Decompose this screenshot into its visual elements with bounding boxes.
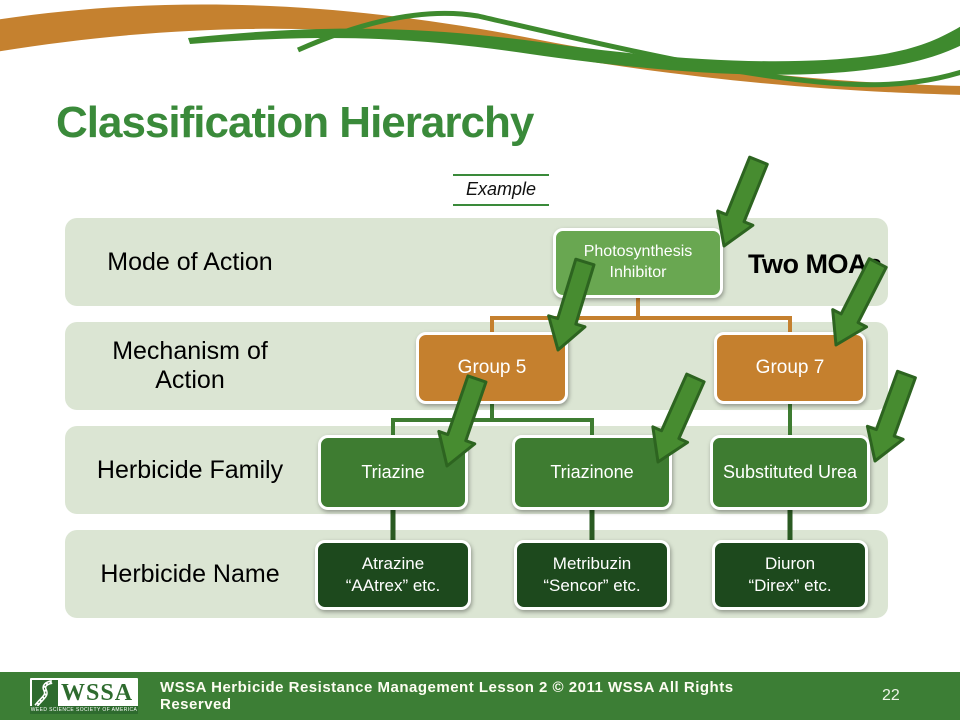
node-label: Triazine — [361, 461, 425, 482]
two-moas-annotation: Two MOAs — [748, 249, 882, 279]
herbicide-name: Metribuzin — [552, 553, 632, 573]
row-label-herbicide-name: Herbicide Name — [100, 559, 280, 588]
herbicide-name: Atrazine — [361, 553, 425, 573]
node-photosynthesis-inhibitor: Photosynthesis Inhibitor — [553, 228, 723, 298]
row-label-mode-of-action: Mode of Action — [107, 247, 273, 276]
node-label: Group 7 — [755, 356, 825, 378]
wssa-logo-top: WSSA — [30, 678, 138, 706]
node-label: Group 5 — [457, 356, 527, 378]
node-group-7: Group 7 — [714, 332, 866, 404]
row-label-mechanism-of-action: Mechanism of Action — [112, 337, 268, 394]
trade-name: “Sencor” etc. — [543, 576, 641, 595]
top-decoration — [0, 4, 960, 95]
trade-name: “AAtrex” etc. — [345, 576, 441, 595]
node-substituted-urea: Substituted Urea — [710, 435, 870, 510]
wave-green-thick — [188, 26, 960, 75]
footer-copyright: WSSA Herbicide Resistance Management Les… — [160, 679, 734, 713]
node-atrazine: Atrazine “AAtrex” etc. — [315, 540, 471, 610]
node-label: Photosynthesis Inhibitor — [583, 243, 693, 281]
example-label: Example — [453, 174, 549, 206]
node-metribuzin: Metribuzin “Sencor” etc. — [514, 540, 670, 610]
node-triazine: Triazine — [318, 435, 468, 510]
node-group-5: Group 5 — [416, 332, 568, 404]
trade-name: “Direx” etc. — [748, 576, 832, 595]
herbicide-name: Diuron — [764, 553, 816, 573]
page-number: 22 — [882, 687, 900, 704]
node-label: Substituted Urea — [722, 461, 858, 482]
wssa-road-icon — [32, 679, 58, 706]
node-label: Triazinone — [550, 461, 634, 482]
row-label-herbicide-family: Herbicide Family — [96, 455, 284, 484]
node-triazinone: Triazinone — [512, 435, 672, 510]
page-title: Classification Hierarchy — [56, 98, 534, 147]
wssa-logo-caption: WEED SCIENCE SOCIETY OF AMERICA — [30, 706, 138, 714]
footer-bar: WSSA WEED SCIENCE SOCIETY OF AMERICA WSS… — [0, 672, 960, 720]
wssa-logo-text: WSSA — [61, 679, 134, 706]
node-diuron: Diuron “Direx” etc. — [712, 540, 868, 610]
wssa-logo: WSSA WEED SCIENCE SOCIETY OF AMERICA — [30, 678, 138, 714]
wave-green-thin — [296, 10, 960, 88]
